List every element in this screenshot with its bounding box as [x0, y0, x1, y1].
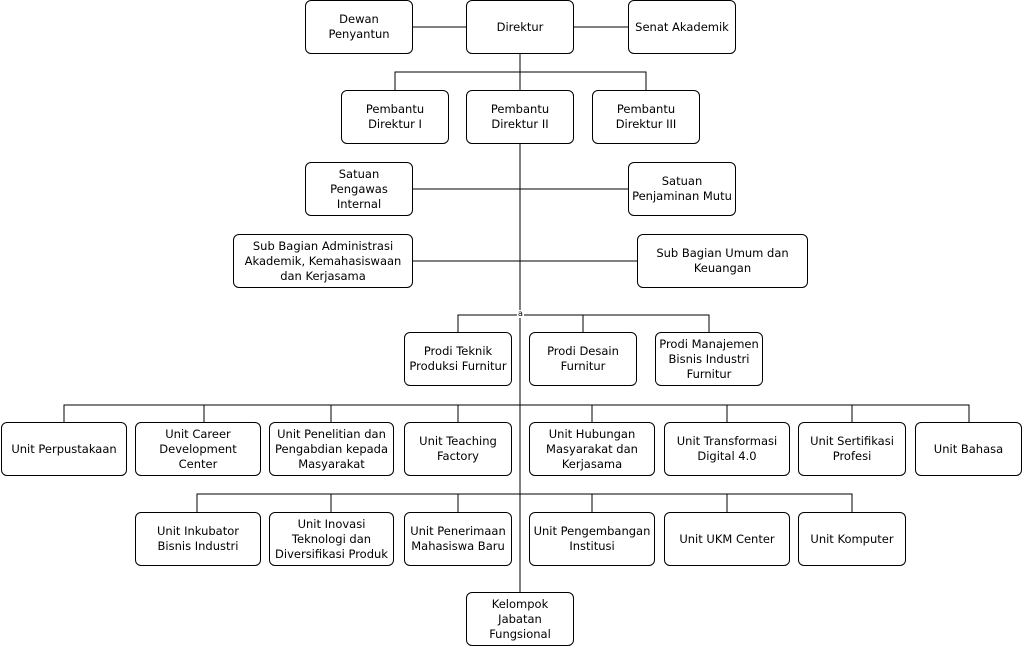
- box-unit-penelitian: Unit Penelitian dan Pengabdian kepada Ma…: [269, 422, 394, 476]
- connector-pembantu-bus: [394, 71, 647, 90]
- box-unit-perpustakaan: Unit Perpustakaan: [1, 422, 127, 476]
- box-unit-bahasa: Unit Bahasa: [915, 422, 1022, 476]
- box-sub-bagian-akademik: Sub Bagian Administrasi Akademik, Kemaha…: [233, 234, 413, 288]
- box-pembantu-direktur-3: Pembantu Direktur III: [592, 90, 700, 144]
- box-unit-transformasi-digital: Unit Transformasi Digital 4.0: [664, 422, 790, 476]
- box-satuan-pengawas-internal: Satuan Pengawas Internal: [305, 162, 413, 216]
- box-unit-pengembangan-institusi: Unit Pengembangan Institusi: [529, 512, 655, 566]
- box-kelompok-jabatan-fungsional: Kelompok Jabatan Fungsional: [466, 592, 574, 646]
- box-unit-komputer: Unit Komputer: [798, 512, 906, 566]
- box-unit-inovasi-teknologi: Unit Inovasi Teknologi dan Diversifikasi…: [269, 512, 394, 566]
- box-satuan-penjaminan-mutu: Satuan Penjaminan Mutu: [628, 162, 736, 216]
- connector-units-row2-bus: [196, 493, 853, 512]
- box-unit-ukm-center: Unit UKM Center: [664, 512, 790, 566]
- connector-units-row1-bus: [63, 404, 970, 422]
- box-prodi-desain: Prodi Desain Furnitur: [529, 332, 637, 386]
- box-unit-penerimaan-mahasiswa: Unit Penerimaan Mahasiswa Baru: [404, 512, 512, 566]
- box-pembantu-direktur-1: Pembantu Direktur I: [341, 90, 449, 144]
- box-prodi-manajemen: Prodi Manajemen Bisnis Industri Furnitur: [655, 332, 763, 386]
- box-unit-teaching-factory: Unit Teaching Factory: [404, 422, 512, 476]
- box-prodi-teknik-produksi: Prodi Teknik Produksi Furnitur: [404, 332, 512, 386]
- box-dewan-penyantun: Dewan Penyantun: [305, 0, 413, 54]
- box-unit-inkubator-bisnis: Unit Inkubator Bisnis Industri: [135, 512, 261, 566]
- box-direktur: Direktur: [466, 0, 574, 54]
- box-unit-sertifikasi-profesi: Unit Sertifikasi Profesi: [798, 422, 906, 476]
- box-unit-career-development: Unit Career Development Center: [135, 422, 261, 476]
- box-pembantu-direktur-2: Pembantu Direktur II: [466, 90, 574, 144]
- junction-label: a: [517, 309, 524, 318]
- box-senat-akademik: Senat Akademik: [628, 0, 736, 54]
- box-sub-bagian-umum: Sub Bagian Umum dan Keuangan: [637, 234, 808, 288]
- box-unit-hubungan-masyarakat: Unit Hubungan Masyarakat dan Kerjasama: [529, 422, 655, 476]
